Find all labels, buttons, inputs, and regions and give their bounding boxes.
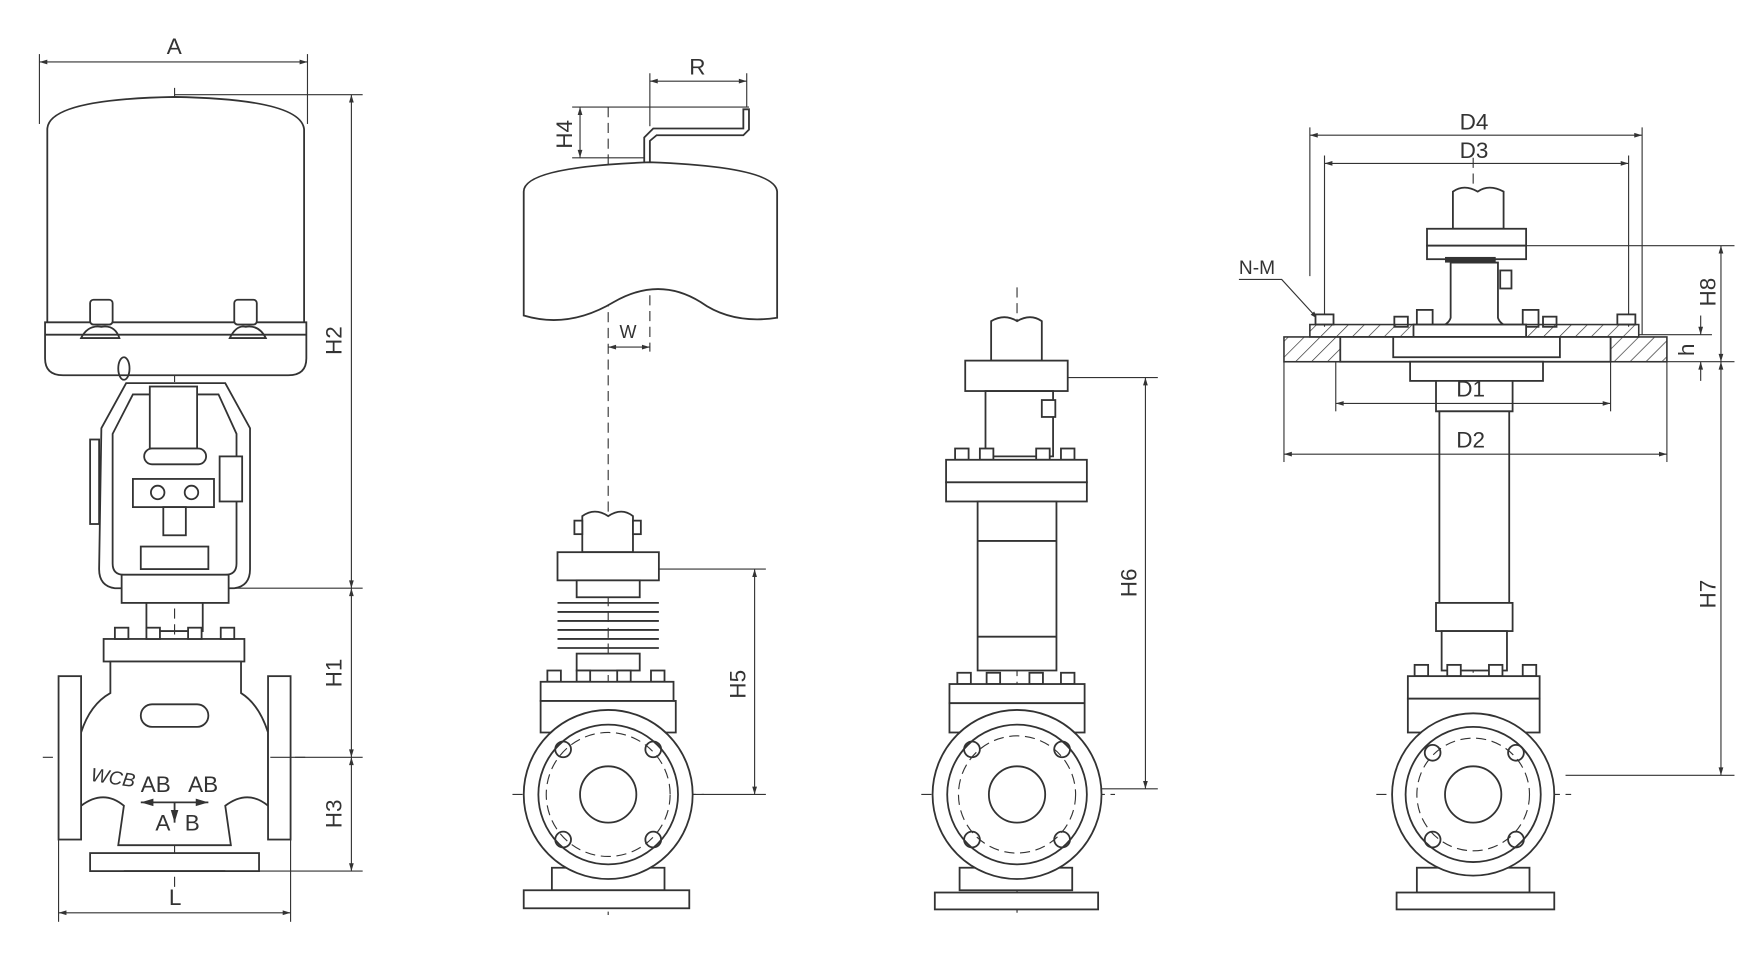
side-view-extended: H6 (921, 287, 1158, 916)
valve-body (80, 660, 269, 847)
dim-h2-label: H2 (321, 326, 346, 355)
front-view: WCB AB AB A B A H2 H1 H3 L (38, 34, 363, 922)
dim-r-label: R (689, 54, 705, 79)
dim-h-label: h (1674, 344, 1699, 357)
flange-circle (522, 709, 694, 880)
side-view-jacketed: D4 D3 N-M D1 D2 H8 h H7 (1238, 110, 1735, 916)
dim-d3-label: D3 (1460, 138, 1489, 163)
dim-h6-label: H6 (1116, 568, 1141, 597)
handwheel-lever (643, 108, 750, 164)
dim-h4-label: H4 (552, 120, 577, 149)
dim-h1-label: H1 (321, 659, 346, 688)
bellows (557, 601, 659, 649)
bonnet-bolts (113, 626, 236, 640)
port-label-right: AB (188, 772, 218, 797)
port-label-a: A (155, 811, 170, 836)
dim-d4-label: D4 (1460, 110, 1489, 135)
dim-l-label: L (169, 885, 182, 910)
dim-h7-label: H7 (1695, 580, 1720, 609)
port-label-b: B (185, 811, 200, 836)
dim-h3-label: H3 (321, 799, 346, 828)
dim-d2-label: D2 (1456, 427, 1485, 452)
dim-a-label: A (167, 34, 182, 59)
actuator-cover (46, 96, 305, 328)
handle-right (228, 298, 268, 339)
dim-h5-label: H5 (726, 670, 751, 699)
port-label-left: AB (141, 772, 171, 797)
bolt-spec-label: N-M (1239, 258, 1275, 279)
jacket-bolts (1314, 308, 1637, 328)
side-view-standard: R H4 W H5 (512, 54, 779, 916)
dim-d1-label: D1 (1456, 377, 1485, 402)
dim-h8-label: H8 (1695, 278, 1720, 307)
handle-left (79, 298, 121, 339)
actuator-cover-cut (522, 161, 779, 321)
dim-w-label: W (619, 322, 636, 342)
